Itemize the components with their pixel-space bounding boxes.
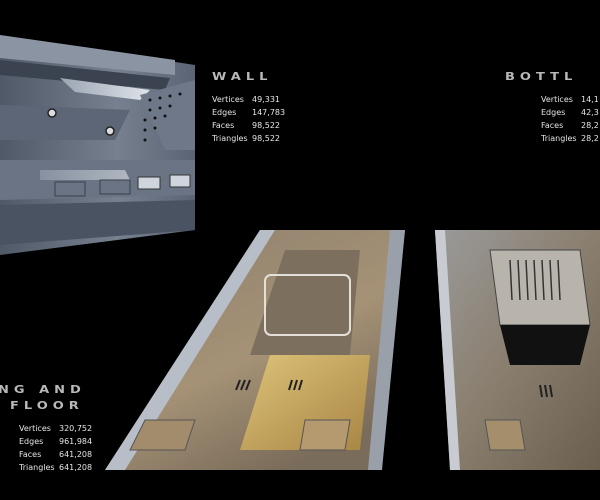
bottle-title: BOTTL: [505, 71, 578, 83]
wall-render: [0, 35, 195, 255]
floor-title-line2: FLOOR: [10, 400, 84, 412]
floor-title-line1: NG AND: [0, 384, 86, 396]
wall-title: WALL: [212, 71, 273, 83]
floor-render: [105, 230, 405, 470]
bottle-render: [435, 230, 600, 470]
